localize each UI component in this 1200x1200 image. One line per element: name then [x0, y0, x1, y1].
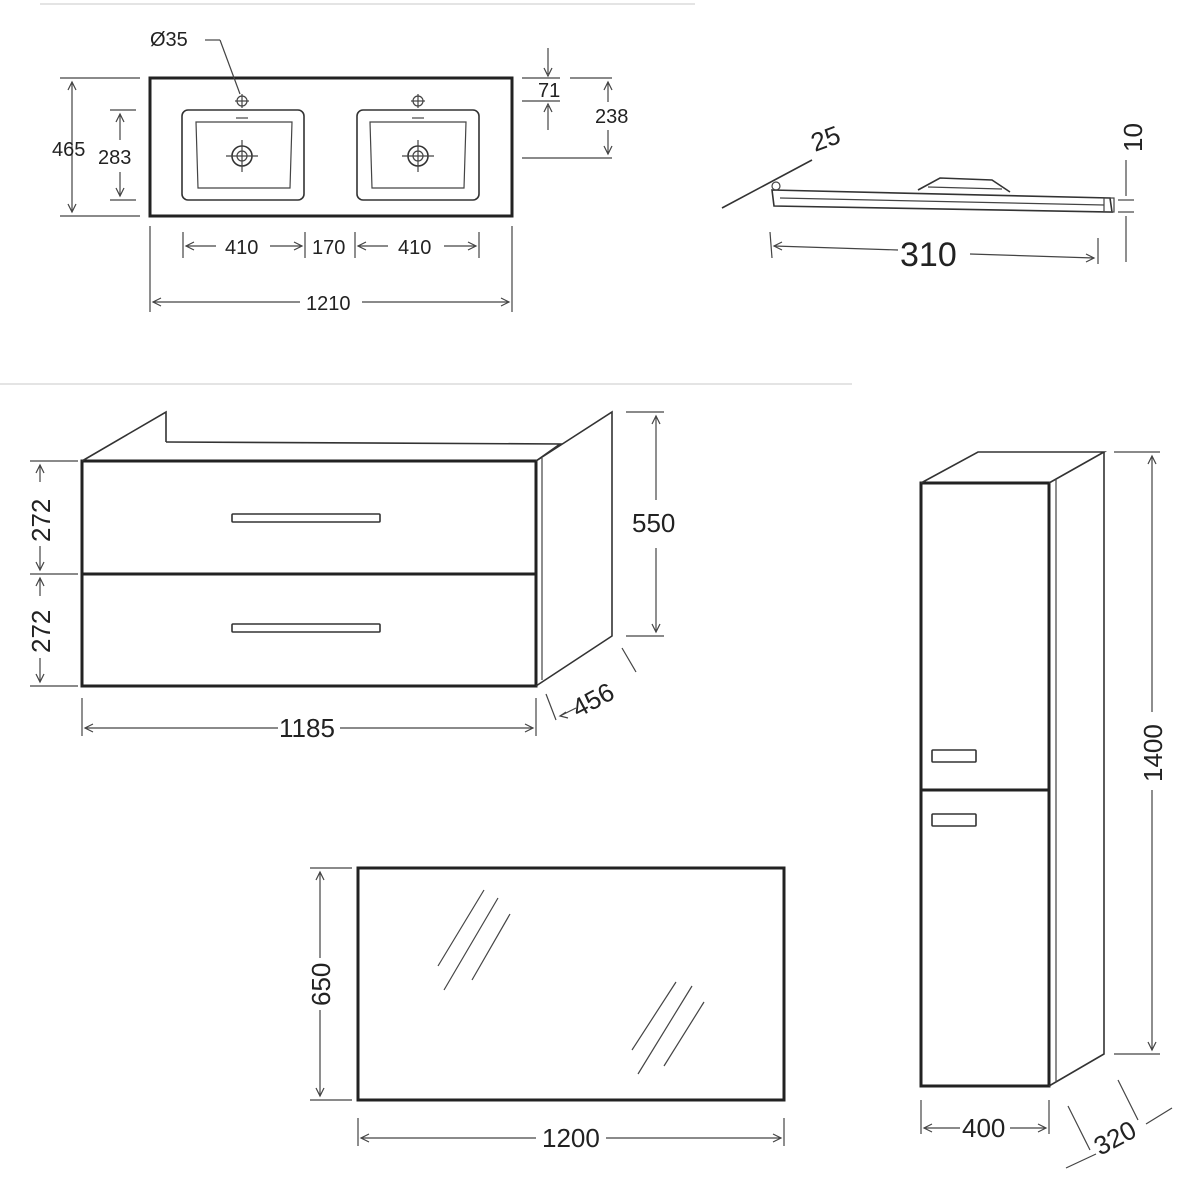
dim-basin-width: 1210: [306, 293, 351, 315]
dim-mirror-width: 1200: [542, 1123, 600, 1153]
dim-shelf-depth: 25: [807, 120, 844, 158]
dim-bowl-gap: 170: [312, 237, 345, 259]
column-handle-lower: [931, 813, 977, 827]
dim-bowl-to-front: 238: [595, 106, 628, 128]
dim-drawer-bottom: 272: [26, 610, 56, 653]
mirror-frame: [356, 866, 786, 1102]
dim-tap-offset: 71: [538, 80, 560, 102]
dim-mirror-height: 650: [306, 963, 336, 1006]
dim-vanity-width: 1185: [279, 713, 335, 743]
shelf-view: 25 10 310: [721, 120, 1148, 274]
basin-bowl-left-outer: [181, 109, 305, 201]
column-unit-view: 1400 400 320: [919, 451, 1173, 1169]
mirror-view: 650 1200: [306, 866, 786, 1153]
vanity-unit-view: 272 272 550 456 1185: [26, 410, 675, 743]
shelf-fitting: [917, 177, 1011, 193]
dim-column-height: 1400: [1138, 724, 1168, 782]
drawer-handle-bottom: [231, 623, 381, 633]
vanity-top-left: [81, 410, 167, 462]
vanity-side: [535, 410, 613, 687]
dim-basin-depth: 465: [52, 139, 85, 161]
basin-bowl-right-inner: [369, 121, 467, 189]
dim-bowl-depth: 283: [98, 147, 131, 169]
dim-bowl-width-left: 410: [225, 237, 258, 259]
basin-bowl-left-inner: [195, 121, 293, 189]
dim-column-width: 400: [962, 1113, 1005, 1143]
column-top: [920, 451, 1108, 484]
column-handle-upper: [931, 749, 977, 763]
basin-outline: [148, 76, 514, 218]
vanity-top-back: [165, 441, 563, 462]
column-front: [919, 481, 1051, 1088]
dim-shelf-thickness: 10: [1118, 123, 1148, 152]
dim-vanity-height: 550: [632, 508, 675, 538]
dim-bowl-width-right: 410: [398, 237, 431, 259]
dim-column-depth: 320: [1089, 1114, 1141, 1161]
dim-hole-diameter: Ø35: [150, 29, 188, 51]
basin-top-view: Ø35 465 283 71 238: [52, 29, 628, 315]
column-side: [1048, 452, 1105, 1087]
dim-vanity-depth: 456: [567, 676, 619, 723]
mirror-reflection-line: [437, 889, 485, 967]
dim-shelf-length: 310: [900, 236, 957, 274]
dim-drawer-top: 272: [26, 499, 56, 542]
basin-bowl-right-outer: [356, 109, 480, 201]
drawer-handle-top: [231, 513, 381, 523]
